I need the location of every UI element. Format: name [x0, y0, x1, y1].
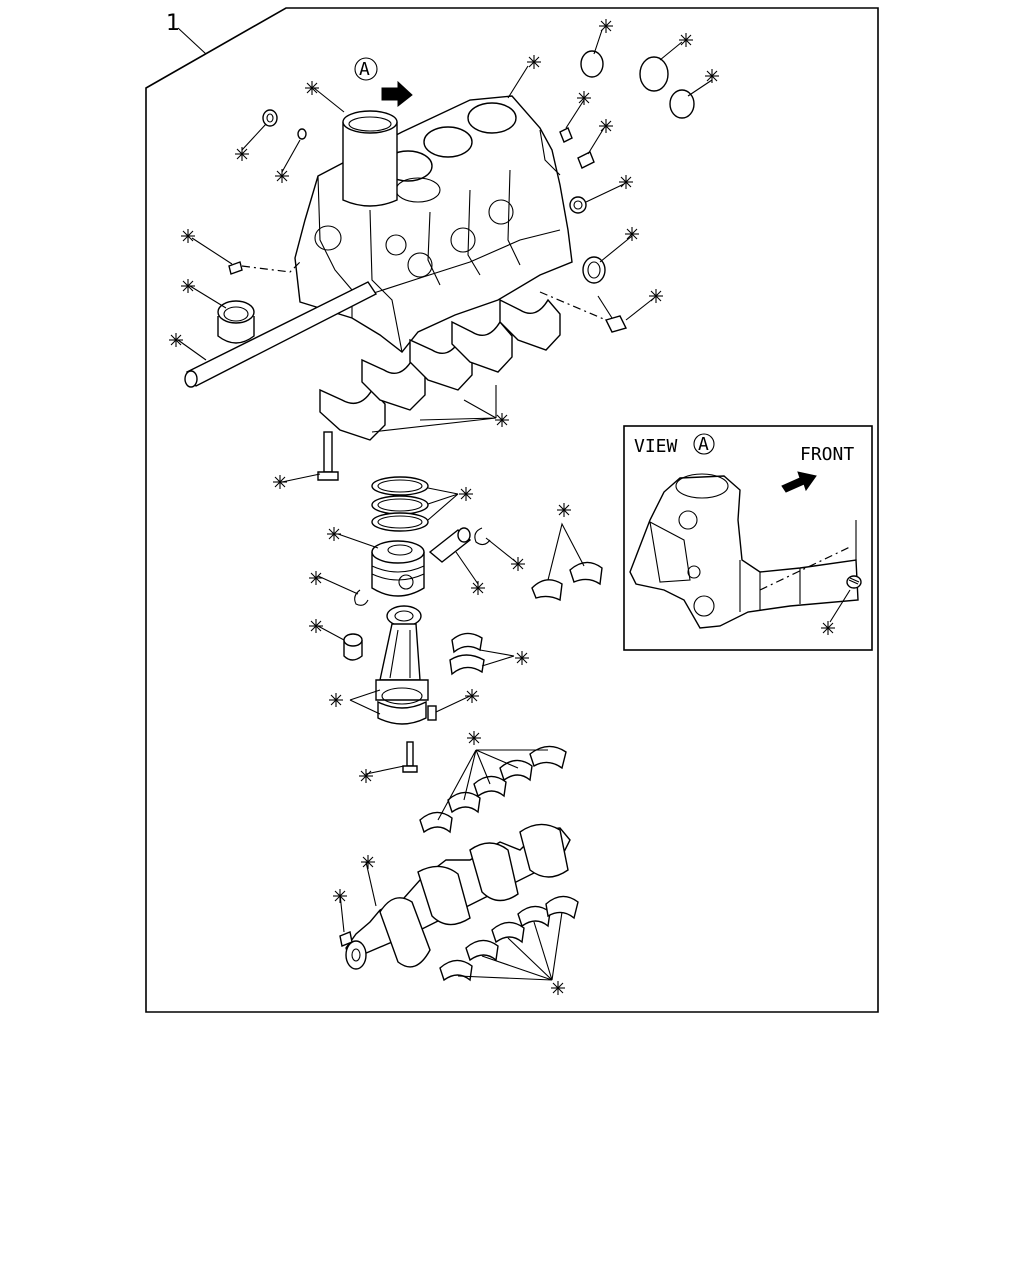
rings-leader [427, 487, 459, 521]
plug-right-a [559, 127, 573, 143]
inset-title: VIEW [634, 436, 678, 457]
view-a-inset: VIEW A FRONT [623, 425, 873, 651]
main-bearings-lower [439, 895, 579, 982]
item-number-label: 1 [166, 11, 180, 36]
piston [371, 540, 425, 597]
crankshaft [345, 823, 571, 970]
snap-ring-right [474, 527, 491, 546]
thrust-washers [531, 561, 603, 602]
crankshaft-key [339, 931, 353, 947]
inset-plug [846, 575, 862, 589]
piston-rings [371, 476, 429, 532]
dowel-left-centerline [241, 261, 301, 273]
bushing-right [582, 256, 606, 284]
view-direction-arrow [381, 80, 413, 108]
main-bearings-upper [419, 745, 567, 834]
rod-dowel [427, 705, 437, 721]
front-arrow [781, 471, 817, 493]
oil-seal-small [262, 109, 278, 127]
expansion-plug-1 [580, 50, 604, 78]
view-a-marker: A [354, 57, 378, 81]
cam-tube [184, 281, 378, 388]
item-callout-leader [177, 27, 207, 55]
asterisk-leaders [177, 29, 713, 933]
conrod-bearings [449, 632, 485, 676]
inset-title-letter: A [698, 434, 709, 455]
piston-pin [428, 527, 472, 563]
connecting-rod [375, 605, 429, 725]
snap-ring-left [354, 589, 369, 606]
expansion-plug-3 [669, 89, 695, 119]
dowel-pin-left [228, 261, 243, 275]
thrust-washers-leader [547, 522, 585, 581]
diagram-frame [145, 7, 879, 1013]
bolt-right-centerline [539, 291, 607, 321]
main-bearing-caps [319, 298, 561, 441]
head-bolt [317, 431, 339, 481]
caps-leader [371, 385, 497, 433]
rod-caps-leader [349, 689, 381, 715]
rod-bolt [402, 741, 418, 773]
plug-small [297, 128, 307, 140]
front-label: FRONT [800, 444, 854, 465]
expansion-plug-2 [639, 56, 669, 92]
cylinder-liner [342, 110, 398, 207]
small-end-bushing [343, 633, 363, 661]
conrod-bearings-leader [479, 649, 515, 667]
bolt-right [597, 295, 628, 333]
main-bearings-upper-leader [437, 749, 548, 821]
cam-bushing [217, 300, 255, 344]
main-bearings-lower-leader [457, 911, 563, 981]
oil-seal-right [569, 196, 587, 214]
svg-text:A: A [359, 59, 370, 80]
plug-right-b [577, 151, 595, 169]
